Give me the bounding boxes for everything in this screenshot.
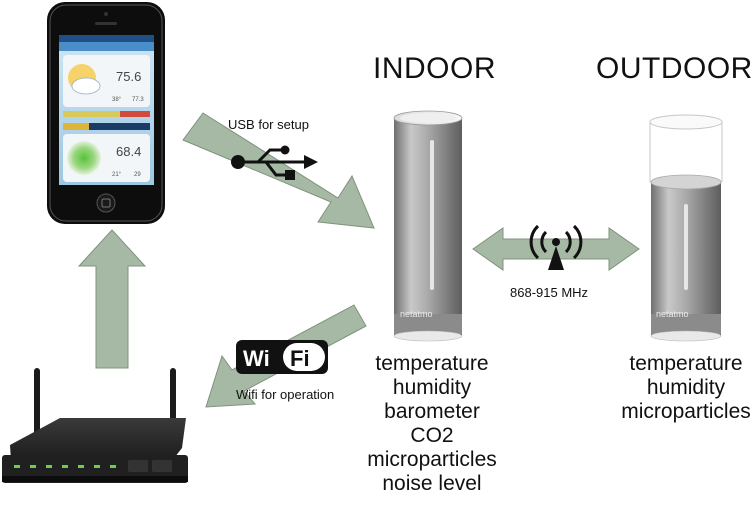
- indoor-feature: CO2: [362, 424, 502, 448]
- wifi-router: [2, 368, 188, 483]
- outdoor-feature: humidity: [618, 376, 754, 400]
- outdoor-station-device: netatmo: [650, 115, 722, 341]
- indoor-feature: humidity: [362, 376, 502, 400]
- outdoor-feature-list: temperature humidity microparticles: [618, 352, 754, 424]
- phone-outdoor-max: 77.3: [132, 97, 144, 103]
- radio-frequency-label: 868-915 MHz: [510, 285, 588, 300]
- router-to-phone-arrow: [79, 230, 145, 368]
- usb-label: USB for setup: [228, 117, 309, 132]
- wifi-logo-wi: Wi: [243, 346, 270, 371]
- phone-outdoor-min: 38°: [112, 97, 122, 103]
- wifi-logo: Wi Fi: [236, 340, 328, 374]
- outdoor-feature: microparticles: [618, 400, 754, 424]
- phone-indoor-min: 21°: [112, 172, 122, 178]
- outdoor-title: OUTDOOR: [596, 52, 753, 86]
- indoor-feature: temperature: [362, 352, 502, 376]
- indoor-feature: microparticles: [362, 448, 502, 472]
- smartphone: 75.6 38° 77.3 68.4 21° 29: [47, 2, 165, 224]
- phone-outdoor-temp: 75.6: [116, 69, 141, 84]
- indoor-feature: noise level: [362, 472, 502, 496]
- indoor-device-brand: netatmo: [400, 309, 433, 319]
- outdoor-feature: temperature: [618, 352, 754, 376]
- phone-indoor-temp: 68.4: [116, 144, 141, 159]
- indoor-station-device: netatmo: [394, 111, 462, 341]
- wifi-logo-fi: Fi: [290, 346, 310, 371]
- phone-indoor-max: 29: [134, 172, 141, 178]
- indoor-feature-list: temperature humidity barometer CO2 micro…: [362, 352, 502, 496]
- outdoor-device-brand: netatmo: [656, 309, 689, 319]
- indoor-feature: barometer: [362, 400, 502, 424]
- indoor-title: INDOOR: [373, 52, 496, 86]
- wifi-label: Wifi for operation: [236, 387, 334, 402]
